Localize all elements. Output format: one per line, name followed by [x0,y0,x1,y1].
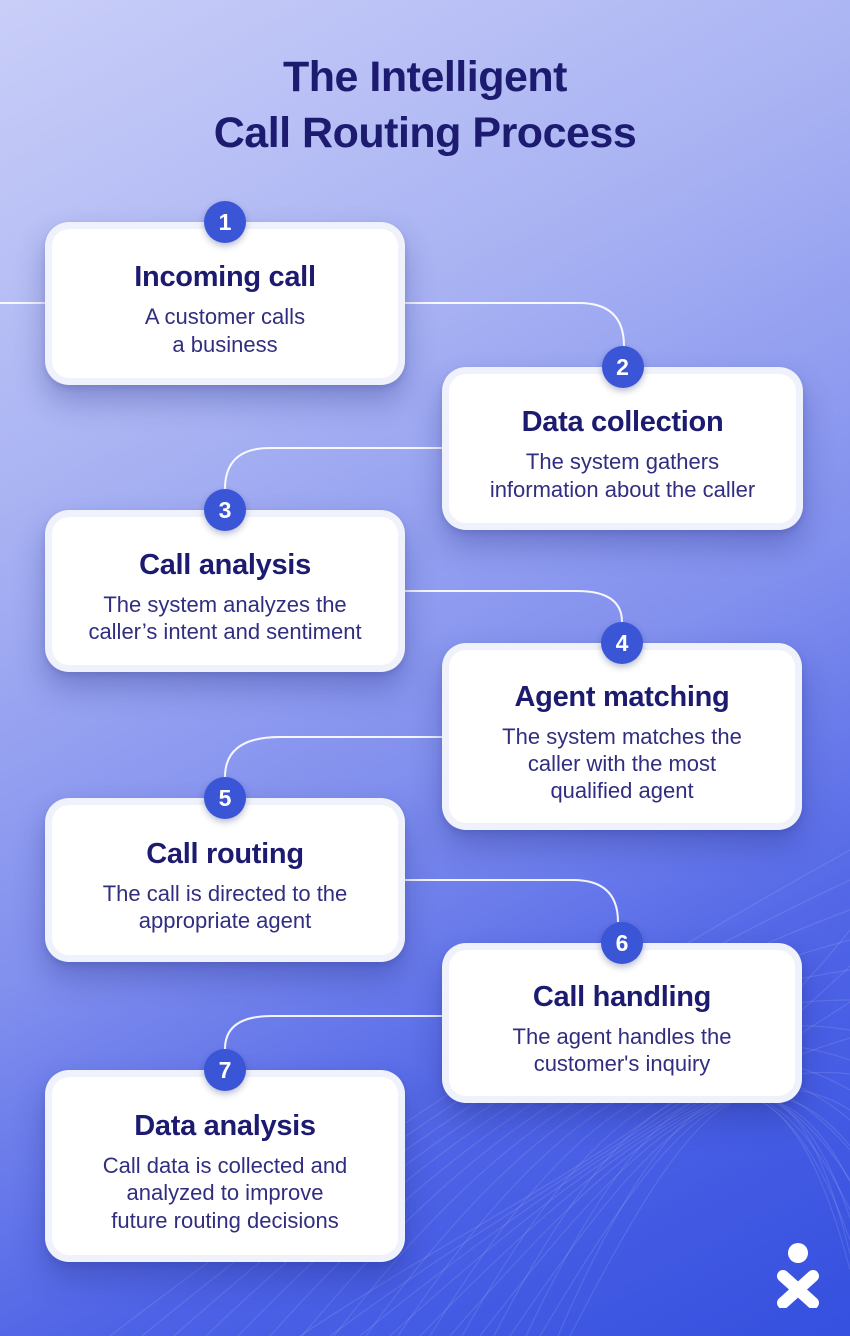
step-number: 7 [218,1057,232,1083]
step-card-call-analysis: 3 Call analysis The system analyzes the … [45,489,405,672]
step-description: The system gathers information about the… [489,449,756,502]
step-number-badge: 3 [204,489,246,531]
connector-step-3-4 [405,590,623,623]
step-title: Call handling [532,980,712,1013]
step-card-call-routing: 5 Call routing The call is directed to t… [45,777,405,962]
step-card-call-handling: 6 Call handling The agent handles the cu… [442,922,802,1103]
step-title: Call routing [146,837,304,870]
step-number-badge: 6 [601,922,643,964]
connector-step-6-7 [224,1015,442,1050]
connector-step-1-2 [405,302,625,347]
step-card-agent-matching: 4 Agent matching The system matches the … [442,622,802,830]
step-number-badge: 7 [204,1049,246,1091]
connector-step-2-3 [224,447,442,490]
step-number: 1 [218,209,232,235]
connector-step-5-6 [405,879,619,923]
page-title: The Intelligent Call Routing Process [213,53,637,157]
step-number: 2 [616,354,629,380]
step-number-badge: 1 [204,201,246,243]
step-number: 4 [615,630,629,656]
step-number: 6 [615,930,629,956]
step-card-incoming-call: 1 Incoming call A customer calls a busin… [45,201,405,385]
connector-step-4-5 [224,736,442,778]
step-number-badge: 5 [204,777,246,819]
step-number: 5 [218,785,232,811]
nextiva-logo-icon [777,1243,819,1308]
step-title: Data analysis [134,1110,316,1143]
step-title: Data collection [521,406,724,439]
step-number-badge: 4 [601,622,643,664]
step-card-data-collection: 2 Data collection The system gathers inf… [442,346,803,530]
step-number-badge: 2 [601,346,644,388]
step-description: The system analyzes the caller’s intent … [88,591,362,644]
step-card-data-analysis: 7 Data analysis Call data is collected a… [45,1049,405,1262]
step-title: Call analysis [139,548,311,581]
step-description: The agent handles the customer's inquiry [512,1023,732,1076]
step-number: 3 [218,497,232,523]
step-description: The call is directed to the appropriate … [102,880,348,933]
step-title: Agent matching [514,680,730,713]
step-title: Incoming call [134,261,316,294]
step-description: A customer calls a business [144,304,306,357]
step-description: Call data is collected and analyzed to i… [102,1153,348,1233]
step-description: The system matches the caller with the m… [502,723,742,804]
